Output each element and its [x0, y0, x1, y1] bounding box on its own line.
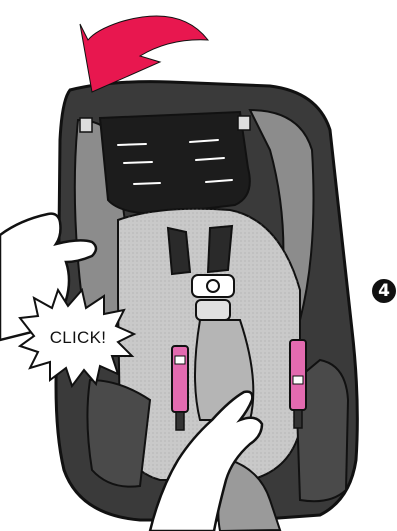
- right-harness-strap: [208, 226, 232, 272]
- harness-buckle: [192, 275, 234, 320]
- left-harness-strap: [168, 228, 190, 274]
- left-base-block: [87, 380, 150, 487]
- step-number-badge: 4: [372, 279, 396, 303]
- left-top-clip: [80, 118, 92, 132]
- headrest-plate: [100, 112, 250, 214]
- right-top-clip: [238, 116, 250, 130]
- click-label: CLICK!: [31, 328, 125, 348]
